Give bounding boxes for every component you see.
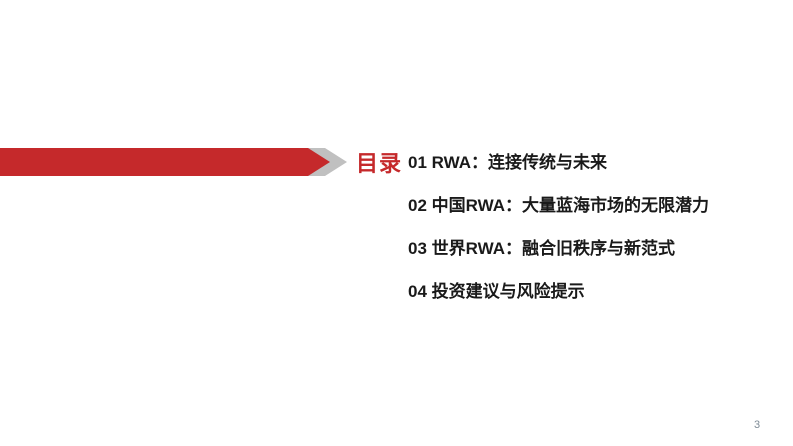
toc-item-04: 04 投资建议与风险提示 [408, 282, 585, 301]
page-number: 3 [754, 419, 761, 431]
toc-arrow-banner [0, 148, 347, 176]
toc-item-03: 03 世界RWA：融合旧秩序与新范式 [408, 239, 675, 258]
toc-item-01: 01 RWA：连接传统与未来 [408, 153, 607, 172]
toc-title: 目录 [356, 151, 403, 176]
toc-list: 01 RWA：连接传统与未来 02 中国RWA：大量蓝海市场的无限潜力 03 世… [408, 154, 709, 300]
toc-item-02: 02 中国RWA：大量蓝海市场的无限潜力 [408, 196, 709, 215]
red-arrow-bar [0, 148, 330, 176]
